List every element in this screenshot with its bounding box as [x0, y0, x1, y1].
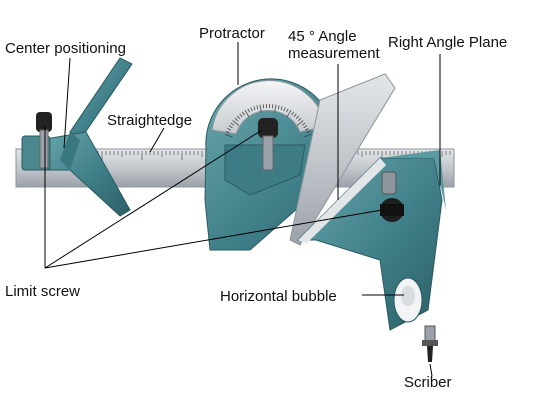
- label-scriber: Scriber: [404, 374, 452, 391]
- label-center-positioning: Center positioning: [5, 40, 126, 57]
- horizontal-bubble-vial-icon: [394, 278, 422, 322]
- label-limit-screw: Limit screw: [5, 283, 80, 300]
- label-protractor: Protractor: [199, 25, 265, 42]
- scriber-icon: [422, 326, 438, 362]
- label-horizontal-bubble: Horizontal bubble: [220, 288, 337, 305]
- leader-straightedge: [150, 128, 164, 152]
- label-right-angle-plane: Right Angle Plane: [388, 34, 507, 51]
- label-straightedge: Straightedge: [107, 112, 192, 129]
- center-head: [22, 58, 132, 216]
